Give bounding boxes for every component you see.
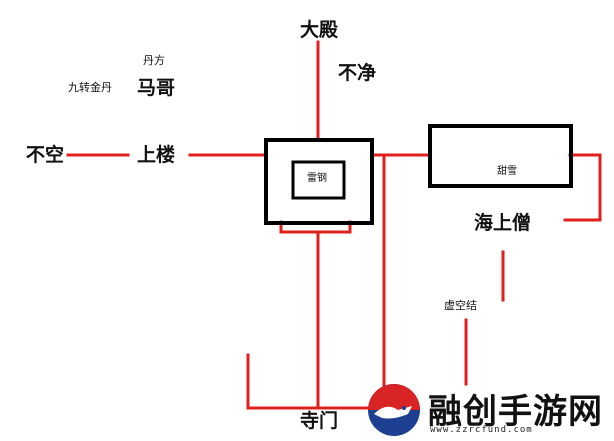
- label-dan-fang: 丹方: [143, 54, 165, 67]
- label-bu-jing: 不净: [338, 62, 377, 84]
- leigang-inner-box: [291, 160, 346, 200]
- label-tian-xue: 甜雪: [497, 166, 517, 177]
- paths: [66, 40, 602, 410]
- leigang-outer-box: [264, 138, 374, 225]
- watermark-url: www.zzrcfund.com: [430, 425, 533, 435]
- watermark-brand: 融创手游网: [428, 392, 603, 432]
- label-shang-lou: 上楼: [137, 144, 176, 166]
- path-tianxue-to-haishangseng: [563, 153, 602, 222]
- watermark-emblem-icon: [368, 384, 420, 436]
- label-ma-ge: 马哥: [137, 77, 176, 99]
- rooms: [264, 124, 573, 225]
- watermark-logo: 融创手游网 www.zzrcfund.com: [364, 380, 610, 438]
- label-da-dian: 大殿: [300, 19, 339, 41]
- label-lei-gang: 雷钢: [307, 173, 327, 184]
- label-bu-kong: 不空: [26, 144, 65, 166]
- path-west-loop: [246, 353, 384, 410]
- tianxue-box: [428, 124, 573, 188]
- label-si-men: 寺门: [300, 410, 339, 432]
- path-leigang-bottom-bracket: [279, 220, 352, 234]
- label-xu-kong-jie: 虚空结: [444, 299, 477, 312]
- label-jiu-zhuan-jin-dan: 九转金丹: [68, 81, 112, 94]
- label-hai-shang-seng: 海上僧: [474, 212, 532, 234]
